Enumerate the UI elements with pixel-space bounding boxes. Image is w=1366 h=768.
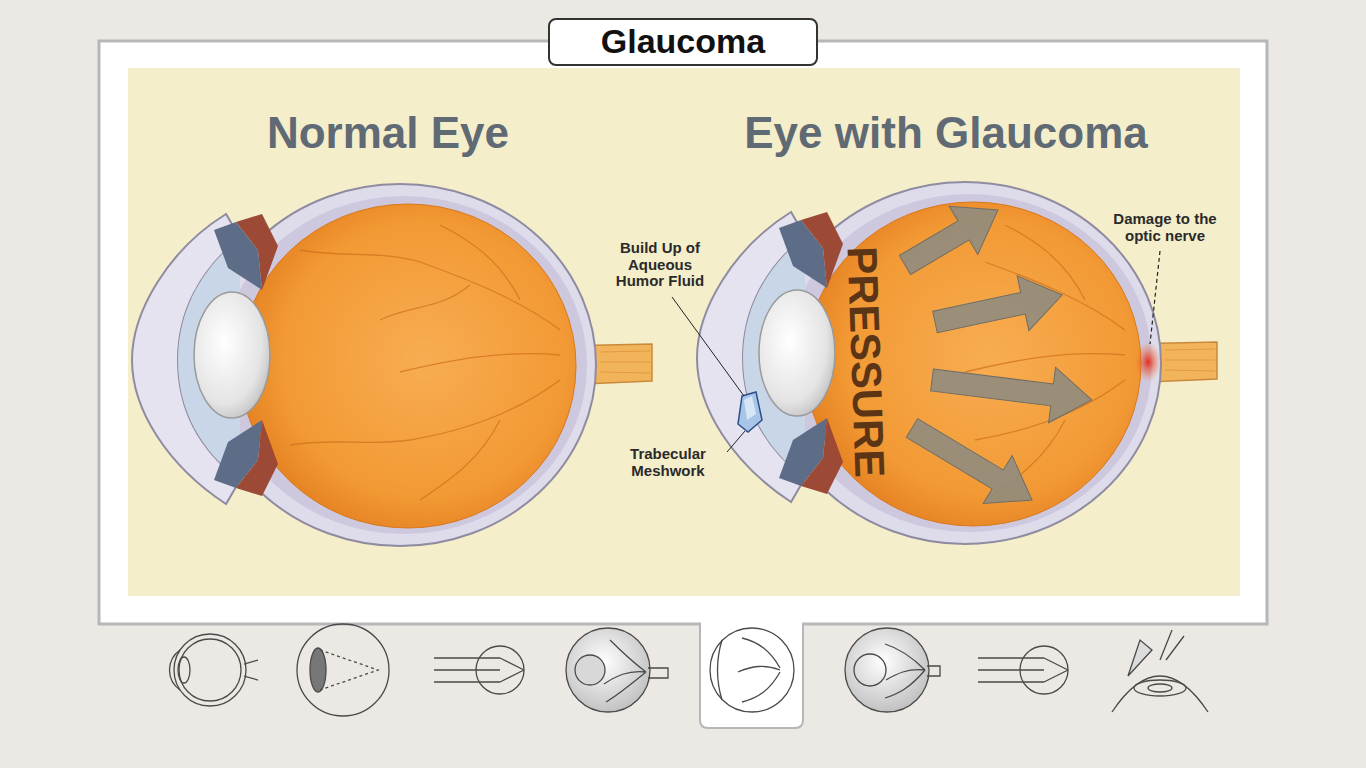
part-label-holder: Trabecular Meshwork	[618, 446, 718, 480]
focus-icon	[297, 624, 389, 716]
leader-line	[1150, 251, 1160, 344]
eye-section-icon	[170, 634, 259, 706]
pressure-arrow	[898, 404, 1047, 524]
part-label-holder: Damage to the optic nerve	[1105, 211, 1225, 245]
pressure-arrow	[891, 186, 1012, 289]
eye-heading-holder: Normal Eye	[267, 109, 509, 157]
nerve-damage-spot	[1135, 342, 1161, 382]
eye-heading: Normal Eye	[267, 109, 509, 157]
normal-eye	[132, 184, 652, 546]
part-label: Build Up of Aqueous Humor Fluid	[610, 240, 710, 291]
part-label: Trabecular Meshwork	[618, 446, 718, 480]
thumbnail-icons	[170, 624, 1209, 716]
retina-icon	[845, 628, 940, 712]
title-holder: Glaucoma	[601, 23, 765, 60]
pressure-arrow	[929, 352, 1096, 427]
leader-line	[672, 297, 744, 396]
refraction-icon	[434, 646, 524, 694]
eye-heading-holder: Eye with Glaucoma	[744, 109, 1147, 157]
outer-frame	[99, 41, 1267, 624]
diagram-title: Glaucoma	[601, 23, 765, 60]
fluid-build-up	[744, 396, 756, 420]
picture-ground	[128, 68, 1240, 596]
blood-vessels	[965, 225, 1125, 500]
refraction-icon	[978, 646, 1068, 694]
retina-icon	[566, 628, 668, 712]
pressure-word: PRESSURE	[841, 246, 891, 478]
pressure-arrows	[891, 186, 1095, 524]
part-label-holder: Build Up of Aqueous Humor Fluid	[610, 240, 710, 291]
pressure-word-holder: PRESSURE	[750, 341, 981, 383]
trabecular-meshwork	[738, 392, 762, 432]
title-box	[549, 19, 817, 65]
leader-line	[727, 431, 745, 452]
tab-join	[701, 620, 802, 627]
blood-vessels	[290, 225, 560, 500]
eye-heading: Eye with Glaucoma	[744, 109, 1147, 157]
part-label: Damage to the optic nerve	[1105, 211, 1225, 245]
selected-tab	[700, 624, 803, 728]
surgery-icon	[1112, 630, 1208, 712]
pressure-arrow	[929, 268, 1068, 350]
fundus-icon	[710, 628, 794, 712]
